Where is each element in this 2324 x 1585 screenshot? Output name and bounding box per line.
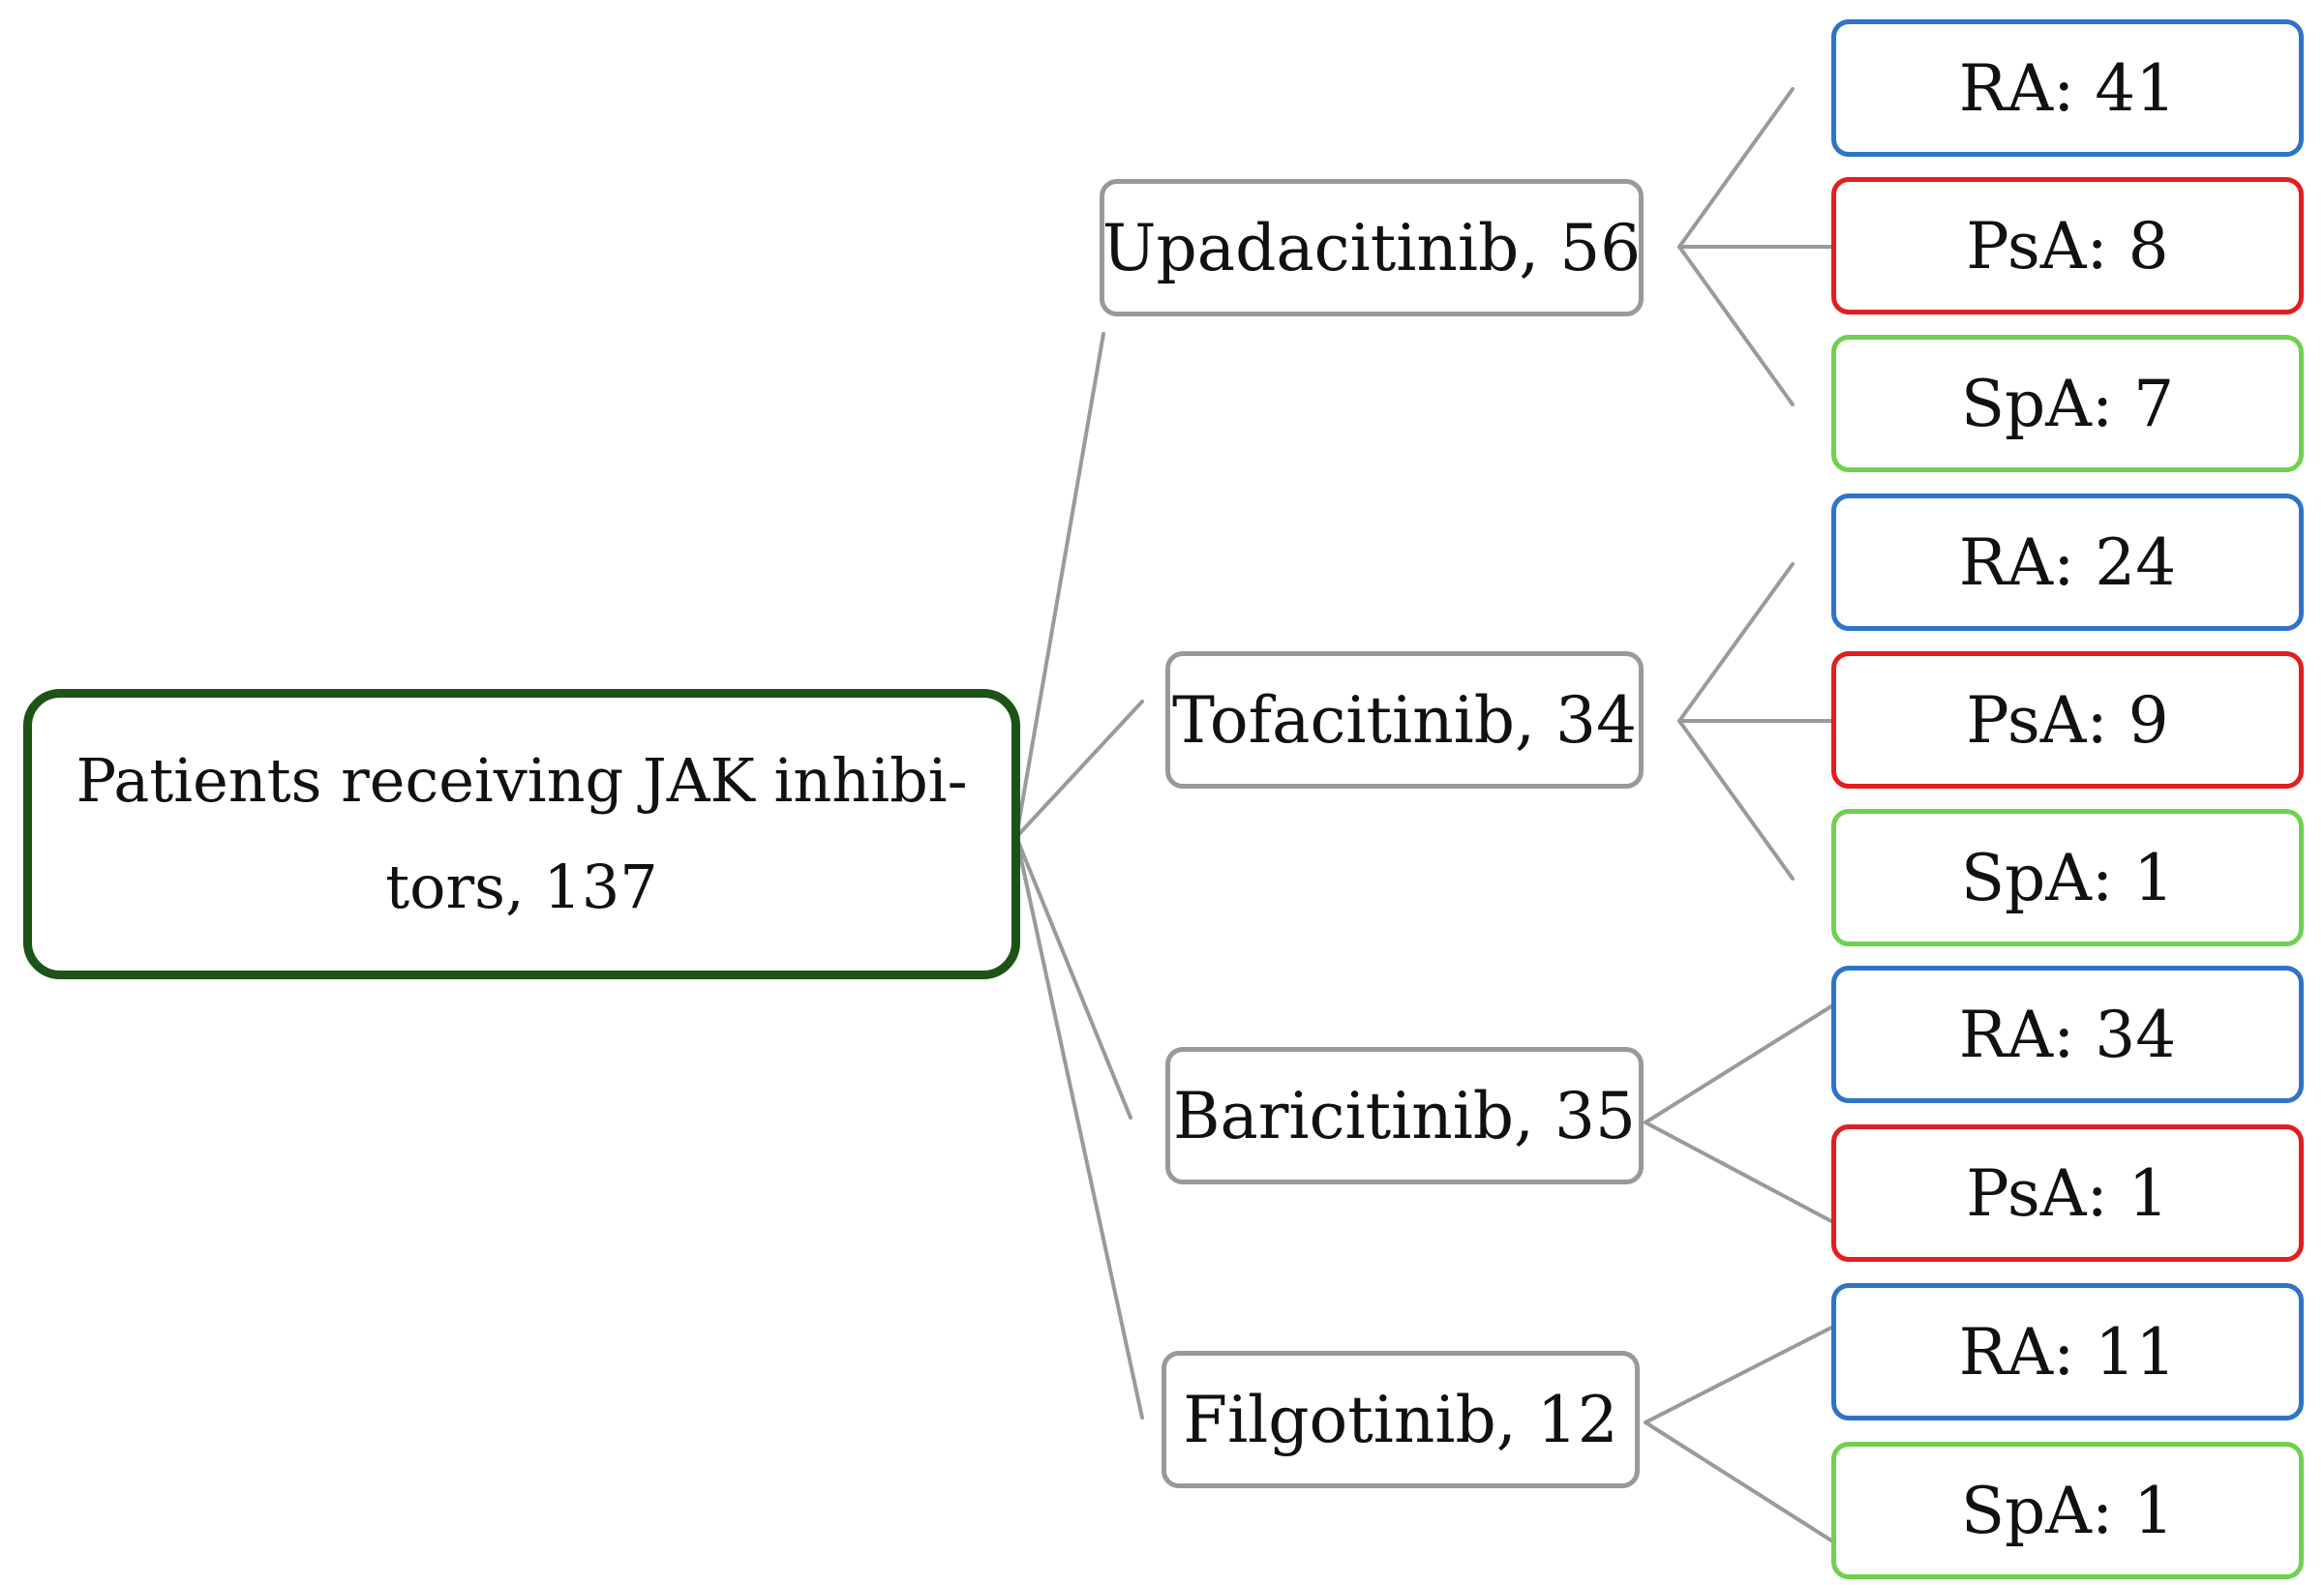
leaf-node-filgotinib-ra: RA: 11	[1831, 1283, 2304, 1421]
connector-filgotinib-ra	[1644, 1326, 1833, 1424]
connector-baricitinib-psa	[1644, 1121, 1833, 1223]
drug-node-filgotinib: Filgotinib, 12	[1162, 1351, 1640, 1488]
root-label: Patients receiving JAK inhibi- tors, 137	[75, 728, 967, 941]
connector-upadacitinib-ra	[1677, 87, 1795, 249]
root-label-line-1: Patients receiving JAK inhibi-	[75, 745, 968, 816]
connector-root-upadacitinib	[1014, 332, 1105, 839]
drug-node-upadacitinib: Upadacitinib, 56	[1100, 179, 1644, 316]
leaf-node-tofacitinib-ra: RA: 24	[1831, 493, 2304, 631]
drug-node-baricitinib: Baricitinib, 35	[1165, 1047, 1644, 1184]
connector-root-filgotinib	[1014, 835, 1144, 1420]
leaf-node-upadacitinib-psa: PsA: 8	[1831, 177, 2304, 314]
connector-baricitinib-ra	[1644, 1004, 1833, 1124]
leaf-node-baricitinib-psa: PsA: 1	[1831, 1124, 2304, 1262]
connector-upadacitinib-spa	[1677, 245, 1795, 406]
root-node: Patients receiving JAK inhibi- tors, 137	[23, 689, 1020, 979]
leaf-node-tofacitinib-spa: SpA: 1	[1831, 809, 2304, 946]
leaf-node-upadacitinib-ra: RA: 41	[1831, 19, 2304, 157]
leaf-node-baricitinib-ra: RA: 34	[1831, 966, 2304, 1103]
leaf-node-tofacitinib-psa: PsA: 9	[1831, 651, 2304, 789]
connector-root-tofacitinib	[1014, 700, 1144, 839]
leaf-node-filgotinib-spa: SpA: 1	[1831, 1442, 2304, 1579]
leaf-node-upadacitinib-spa: SpA: 7	[1831, 335, 2304, 472]
connector-root-baricitinib	[1014, 835, 1132, 1120]
connector-tofacitinib-ra	[1677, 562, 1795, 723]
root-label-line-2: tors, 137	[385, 852, 658, 922]
connector-tofacitinib-spa	[1677, 719, 1795, 881]
connector-filgotinib-spa	[1644, 1421, 1833, 1542]
drug-node-tofacitinib: Tofacitinib, 34	[1165, 651, 1644, 789]
